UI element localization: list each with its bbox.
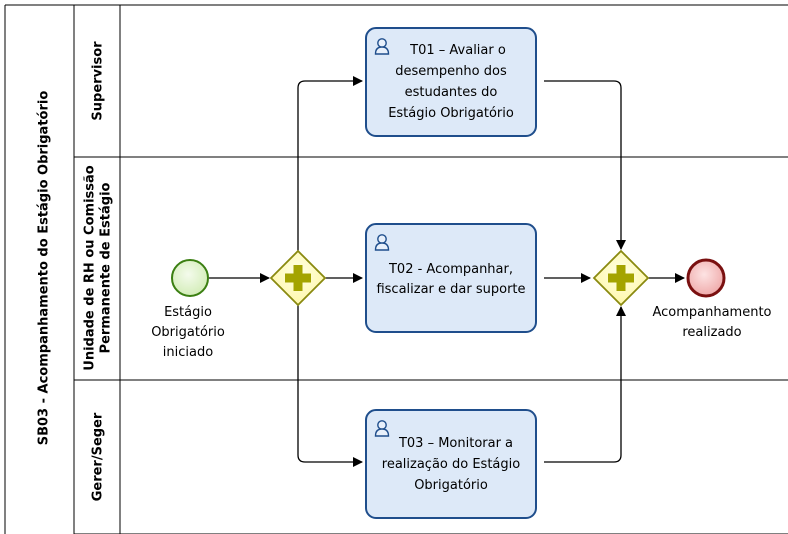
lane-title-gerer: Gerer/Seger [91,412,106,501]
task-t01-line2: desempenho dos [395,64,507,79]
task-t03-line1: T03 – Monitorar a [398,436,513,451]
flow-t01-to-join [544,80,626,250]
pool-title: SB03 - Acompanhamento do Estágio Obrigat… [37,91,52,446]
pool: SB03 - Acompanhamento do Estágio Obrigat… [4,4,788,534]
task-t02[interactable]: T02 - Acompanhar, fiscalizar e dar supor… [365,223,537,333]
task-t01[interactable]: T01 – Avaliar o desempenho dos estudante… [365,27,537,137]
sequence-flows [209,76,685,467]
start-event-label-line1: Estágio [164,305,212,320]
lane-rh: Unidade de RH ou Comissão Permanente de … [83,165,114,370]
start-event[interactable]: Estágio Obrigatório iniciado [151,259,225,360]
end-event[interactable]: Acompanhamento realizado [652,258,772,340]
task-t03-line3: Obrigatório [414,478,488,493]
flow-split-to-t01 [297,76,363,251]
task-t03[interactable]: T03 – Monitorar a realização do Estágio … [365,409,537,519]
end-event-label-line2: realizado [682,325,741,340]
end-event-label-line1: Acompanhamento [652,305,771,320]
task-t01-line3: estudantes do [405,85,498,100]
task-t02-line2: fiscalizar e dar suporte [376,282,525,297]
parallel-gateway-join[interactable] [592,249,650,307]
parallel-gateway-split[interactable] [269,249,327,307]
start-event-label-line3: iniciado [163,345,213,360]
lane-gerer: Gerer/Seger [91,412,106,501]
task-t01-line1: T01 – Avaliar o [409,43,506,58]
start-event-label-line2: Obrigatório [151,325,225,340]
task-t02-line1: T02 - Acompanhar, [388,262,513,277]
flow-split-to-t03 [297,305,363,467]
lane-title-supervisor: Supervisor [91,41,106,121]
task-t01-line4: Estágio Obrigatório [388,106,514,121]
task-t03-line2: realização do Estágio [382,457,520,472]
lane-title-rh-line2: Permanente de Estágio [99,182,114,353]
lane-title-rh-line1: Unidade de RH ou Comissão [83,165,98,370]
flow-t03-to-join [544,306,626,463]
lane-supervisor: Supervisor [91,41,106,121]
